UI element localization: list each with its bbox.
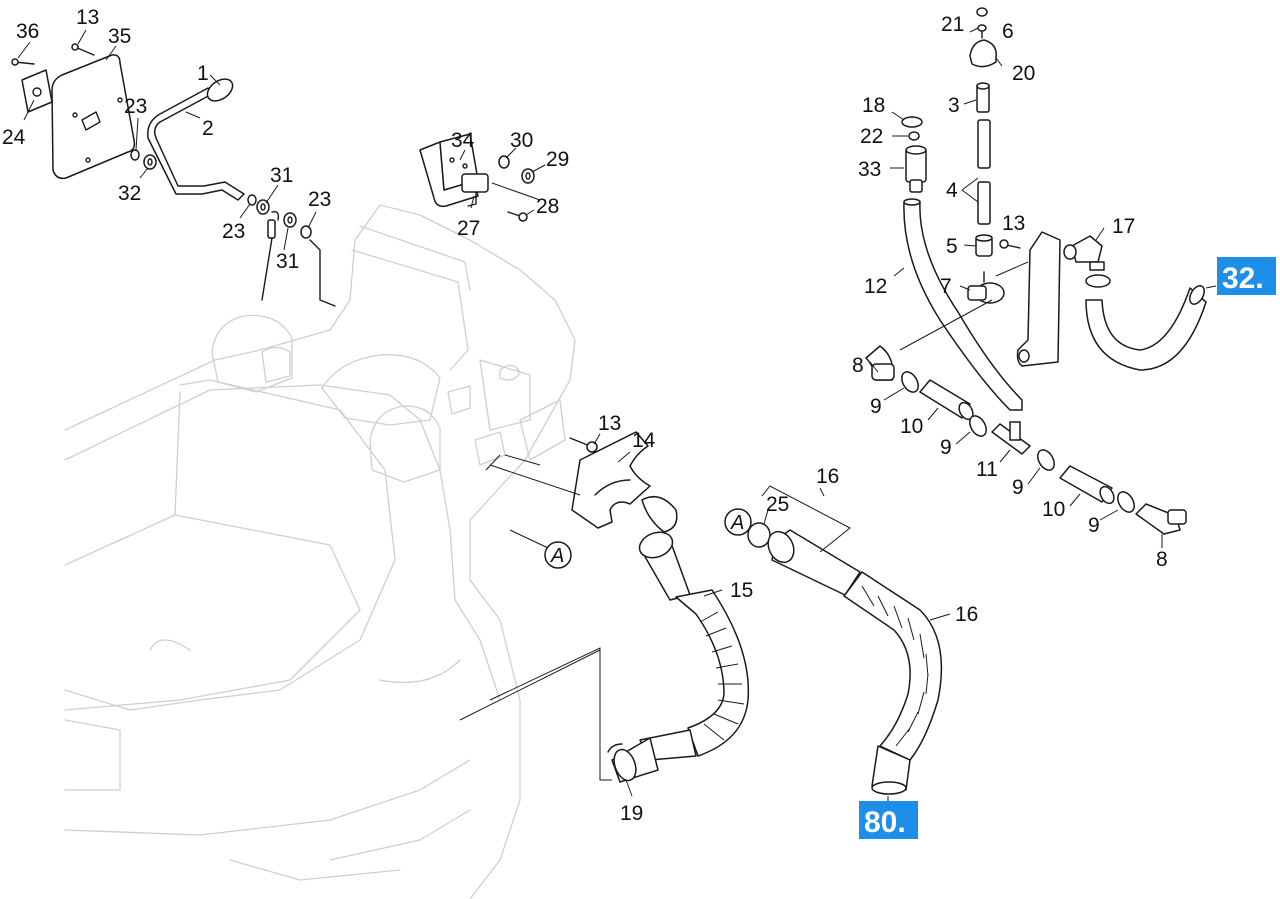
reference-32-label: 32. — [1222, 262, 1264, 295]
callout-4: 4 — [946, 179, 958, 202]
callout-22: 22 — [860, 125, 883, 148]
callout-21: 21 — [941, 13, 964, 36]
reference-80[interactable]: 80. — [859, 801, 918, 839]
callout-17: 17 — [1112, 215, 1135, 238]
callout-23: 23 — [308, 188, 331, 211]
callout-34: 34 — [451, 129, 475, 152]
lever-assembly — [11, 43, 336, 307]
callout-13: 13 — [598, 412, 621, 435]
callout-9: 9 — [1088, 514, 1100, 537]
callout-10: 10 — [1042, 498, 1065, 521]
callout-36: 36 — [16, 20, 39, 43]
water-supply-assembly — [865, 7, 1207, 535]
callout-8: 8 — [1156, 548, 1168, 571]
callout-20: 20 — [1012, 62, 1035, 85]
callout-7: 7 — [940, 275, 952, 298]
connector-a-left: A — [544, 541, 572, 569]
callout-23: 23 — [222, 220, 245, 243]
lever-knob — [206, 78, 234, 102]
drain-hose-15 — [607, 531, 750, 783]
callout-30: 30 — [510, 129, 533, 152]
callout-29: 29 — [546, 148, 569, 171]
callout-12: 12 — [864, 275, 887, 298]
callout-35: 35 — [108, 25, 131, 48]
callout-33: 33 — [858, 158, 881, 181]
callout-9: 9 — [940, 436, 952, 459]
callout-8: 8 — [852, 354, 864, 377]
callout-13: 13 — [76, 6, 99, 29]
callout-27: 27 — [457, 217, 480, 240]
leader-lines — [17, 27, 1217, 808]
callout-9: 9 — [1012, 476, 1024, 499]
reference-80-label: 80. — [864, 806, 906, 839]
svg-text:A: A — [550, 545, 564, 567]
valve-knob — [969, 39, 997, 68]
callout-13: 13 — [1002, 212, 1025, 235]
callout-1: 1 — [197, 62, 209, 85]
callout-23: 23 — [124, 95, 147, 118]
callout-16: 16 — [955, 603, 978, 626]
reference-32[interactable]: 32. — [1217, 257, 1276, 295]
machine-body-outline — [64, 204, 576, 899]
callout-2: 2 — [202, 117, 214, 140]
hose-bracket — [571, 431, 651, 529]
callout-labels: 1 2 36 13 35 23 24 32 31 23 23 31 34 30 … — [2, 6, 1168, 825]
callout-16: 16 — [816, 465, 839, 488]
lever-rod — [147, 87, 245, 201]
valve-bracket-assembly — [419, 133, 535, 222]
svg-text:A: A — [730, 512, 744, 534]
callout-5: 5 — [946, 235, 958, 258]
small-bracket — [21, 69, 53, 113]
callout-15: 15 — [730, 579, 753, 602]
callout-28: 28 — [536, 195, 559, 218]
callout-25: 25 — [766, 493, 789, 516]
callout-3: 3 — [948, 94, 960, 117]
callout-31: 31 — [276, 250, 299, 273]
callout-6: 6 — [1002, 20, 1014, 43]
callout-32: 32 — [118, 182, 141, 205]
callout-18: 18 — [862, 94, 885, 117]
side-bracket — [1016, 231, 1061, 367]
callout-14: 14 — [632, 429, 656, 452]
callout-10: 10 — [900, 415, 923, 438]
hose-clip-assembly — [569, 431, 678, 533]
callout-24: 24 — [2, 126, 26, 149]
mounting-plate — [51, 54, 136, 180]
callout-19: 19 — [620, 802, 643, 825]
callout-9: 9 — [870, 395, 882, 418]
callout-31: 31 — [270, 164, 293, 187]
callout-11: 11 — [976, 458, 998, 481]
connection-markers: A A — [544, 508, 752, 569]
connector-a-right: A — [724, 508, 752, 536]
suction-hose-16 — [747, 522, 943, 795]
